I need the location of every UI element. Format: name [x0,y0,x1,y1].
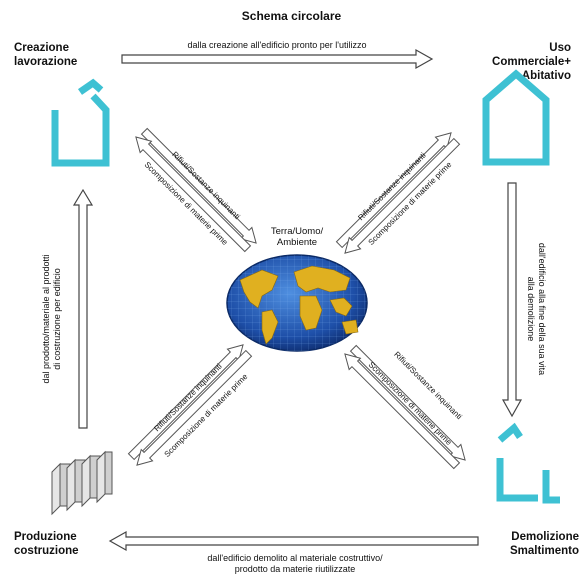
corner-creazione: Creazione lavorazione [14,41,77,69]
corner-label: Abitativo [521,70,571,82]
edge-label-line: prodotto da materie riutilizzate [234,564,356,574]
edge-label-bottom: dall'edificio demolito al materiale cost… [150,553,440,575]
edge-label-top: dalla creazione all'edificio pronto per … [187,40,367,50]
edge-label-line: dall'edificio demolito al materiale cost… [207,553,383,563]
building-blocks-icon [51,450,113,516]
corner-label: Uso [549,42,571,54]
arrow-bottom [108,530,479,552]
edge-label-left: dal prodotto/materiale al prodotti di co… [41,199,63,439]
diag-arrow-lr [344,344,466,470]
demolished-house-icon [496,422,560,504]
edge-label-line: dal prodotto/materiale al prodotti [41,254,51,384]
edge-label-right: dall'edificio alla fine della sua vita a… [525,189,547,429]
corner-label: Commerciale+ [492,56,571,68]
center-label: Terra/Uomo/ Ambiente [255,226,339,248]
corner-label: lavorazione [14,56,78,68]
corner-uso: Uso Commerciale+ Abitativo [492,41,571,83]
diag-arrow-ll [127,344,253,466]
arrow-right [501,182,523,418]
center-label-line: Terra/Uomo/ [270,226,324,237]
house-outline-icon [482,69,550,166]
edge-label-line: dall'edificio alla fine della sua vita [537,242,547,376]
corner-label: Creazione [14,42,69,54]
arrow-top [121,48,434,70]
corner-label: costruzione [14,545,79,557]
corner-demolizione: Demolizione Smaltimento [510,530,579,558]
globe-icon [226,254,368,352]
corner-label: Demolizione [511,531,579,543]
edge-label-line: di costruzione per edificio [52,268,62,370]
diagram-title: Schema circolare [241,9,342,23]
diag-arrow-ur [335,132,461,254]
center-label-line: Ambiente [276,237,318,248]
house-outline-icon [51,78,110,167]
corner-label: Smaltimento [509,545,579,557]
corner-label: Produzione [14,531,77,543]
diag-arrow-ul [135,127,257,253]
arrow-left [72,188,94,429]
corner-produzione: Produzione costruzione [14,530,79,558]
edge-label-line: alla demolizione [526,276,536,342]
